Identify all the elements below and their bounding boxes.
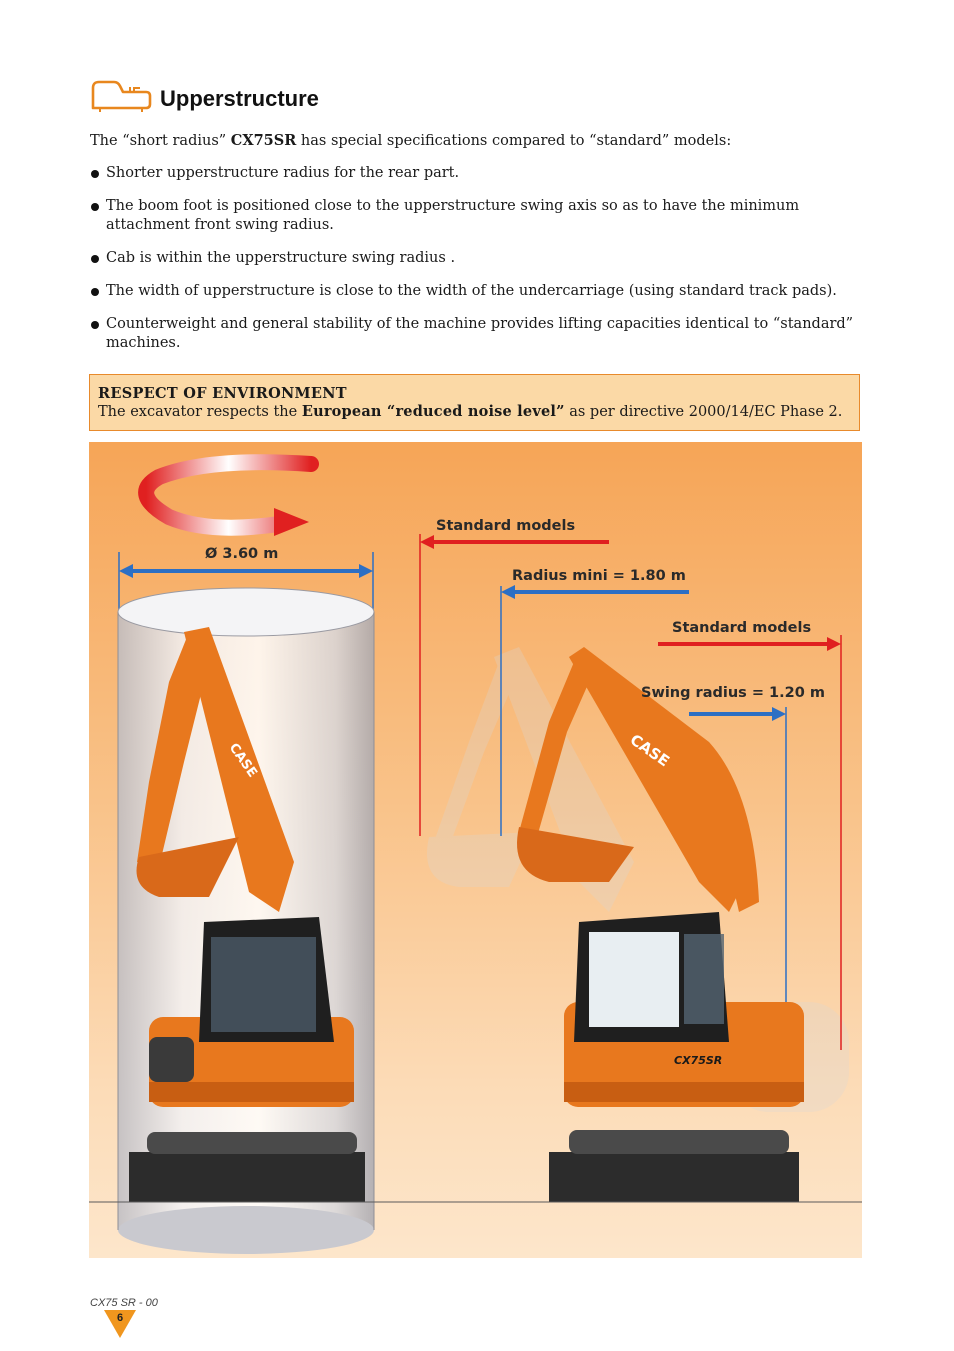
list-item: The width of upperstructure is close to … xyxy=(90,282,862,301)
document-code: CX75 SR - 00 xyxy=(90,1297,158,1309)
intro-text-end: has special specifications compared to “… xyxy=(296,133,732,149)
list-item: Counterweight and general stability of t… xyxy=(90,315,862,353)
swing-radius-illustration: CASE CASE CX75SR xyxy=(89,442,862,1258)
environment-callout: RESPECT OF ENVIRONMENT The excavator res… xyxy=(89,374,860,431)
page-title: Upperstructure xyxy=(160,86,319,111)
environment-title: RESPECT OF ENVIRONMENT xyxy=(98,385,347,402)
spec-list: Shorter upperstructure radius for the re… xyxy=(90,164,862,367)
illustration-canvas: CASE CASE CX75SR xyxy=(89,454,862,1254)
list-item: The boom foot is positioned close to the… xyxy=(90,197,862,235)
page-number: 6 xyxy=(116,1312,124,1324)
excavator-short-radius: CASE xyxy=(129,627,365,1202)
rotation-arrow-icon xyxy=(138,454,319,536)
swing-radius-label: Swing radius = 1.20 m xyxy=(641,685,825,701)
model-name: CX75SR xyxy=(230,132,297,149)
intro-text: The “short radius” xyxy=(90,133,231,149)
radius-mini-label: Radius mini = 1.80 m xyxy=(512,568,686,584)
diameter-label: Ø 3.60 m xyxy=(205,546,279,562)
environment-highlight: European “reduced noise level” xyxy=(301,403,565,420)
environment-text-start: The excavator respects the xyxy=(98,404,302,420)
excavator-upperstructure-icon xyxy=(91,80,152,112)
intro-paragraph: The “short radius” CX75SR has special sp… xyxy=(90,131,870,151)
excavator-cx75sr: CASE CX75SR xyxy=(517,647,804,1202)
list-item: Shorter upperstructure radius for the re… xyxy=(90,164,862,183)
standard-models-label-top: Standard models xyxy=(436,518,576,534)
diameter-arrow xyxy=(118,552,374,612)
list-item: Cab is within the upperstructure swing r… xyxy=(90,249,862,268)
environment-text: The excavator respects the European “red… xyxy=(98,403,851,421)
environment-text-end: as per directive 2000/14/EC Phase 2. xyxy=(564,404,843,420)
page-marker-icon xyxy=(104,1310,136,1338)
model-badge: CX75SR xyxy=(674,1054,722,1067)
radius-markers xyxy=(419,534,842,1050)
standard-models-label-right: Standard models xyxy=(672,620,812,636)
